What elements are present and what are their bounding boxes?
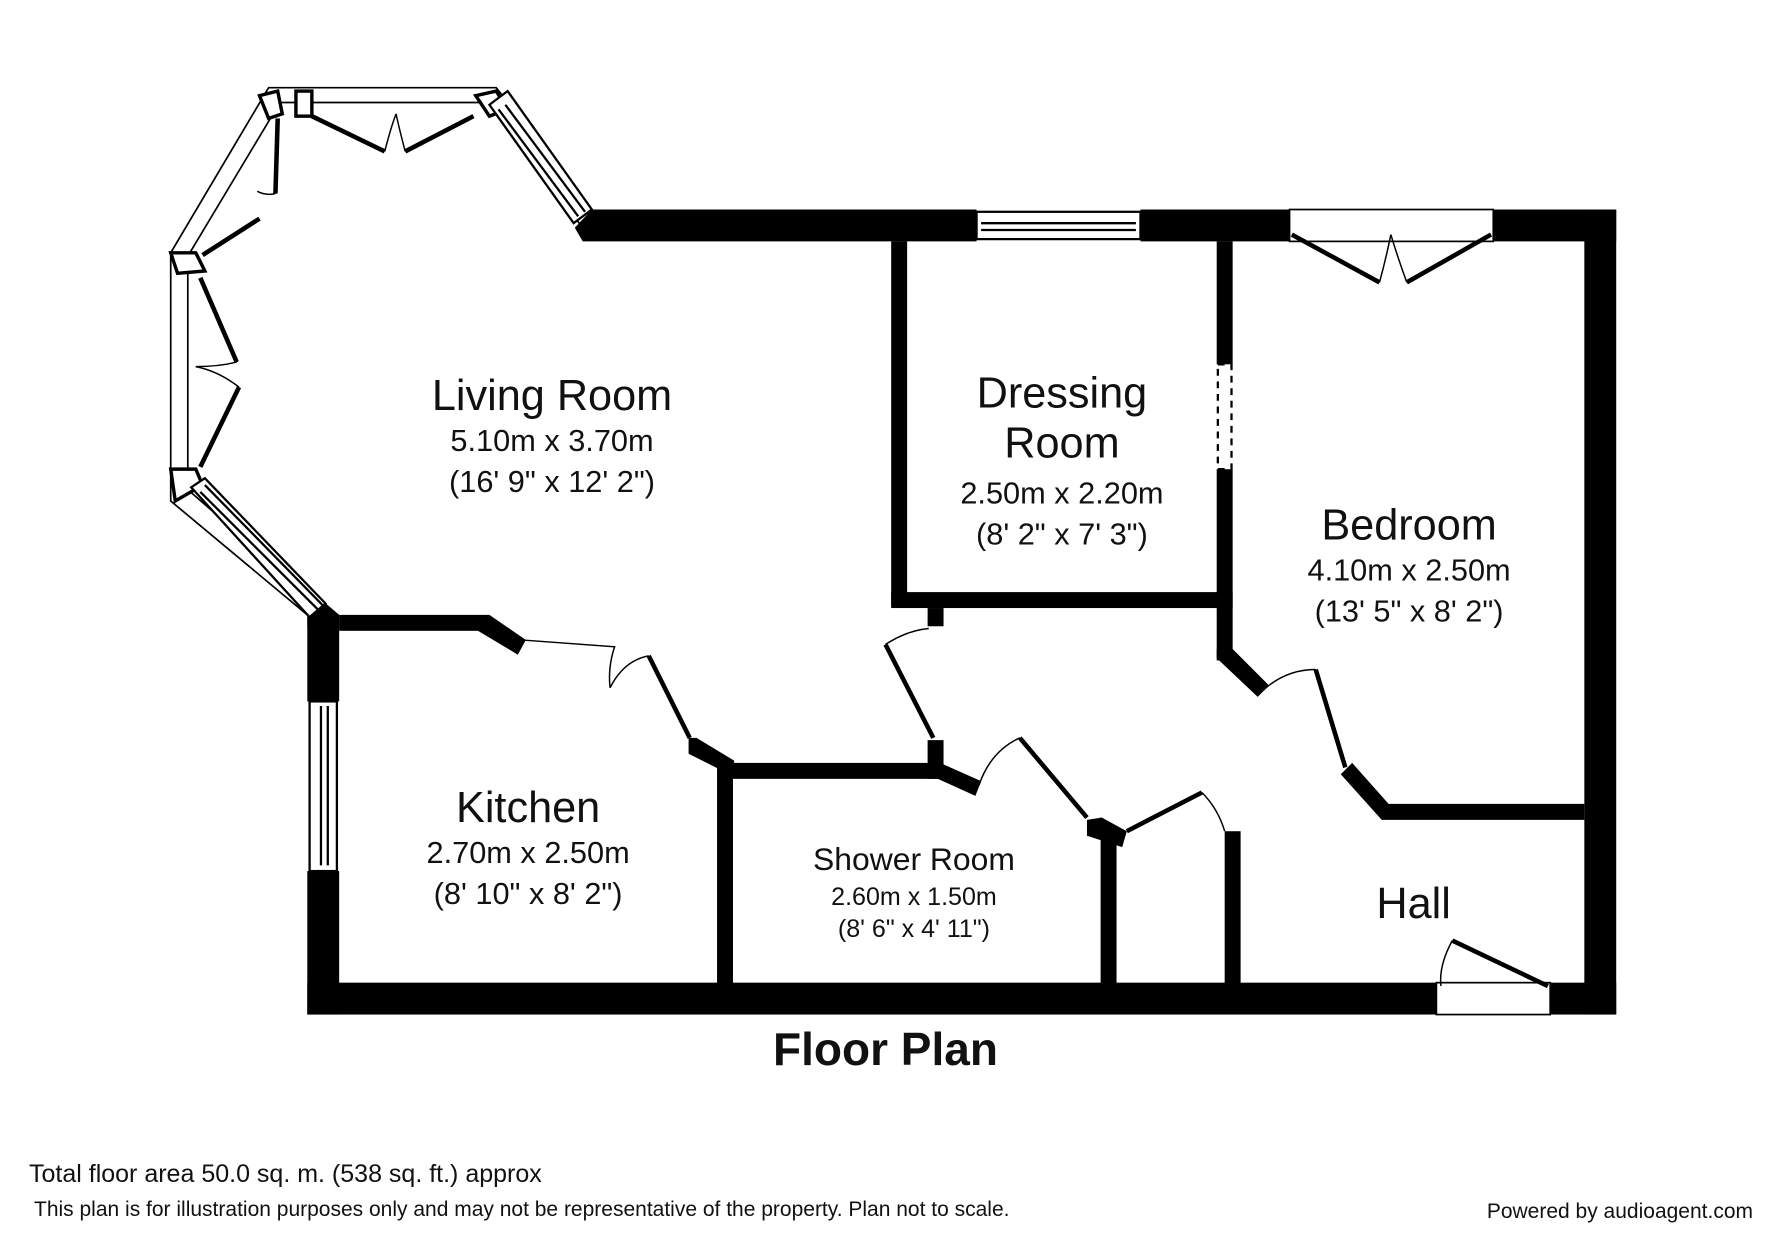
window-kitchen-left <box>308 700 339 873</box>
door-dressing-leaf <box>883 643 936 739</box>
label-living-room-name: Living Room <box>432 372 672 420</box>
wall-kitchen-shower <box>717 762 733 985</box>
opening-entrance <box>1435 981 1552 1016</box>
room-labels: Living Room 5.10m x 3.70m (16' 9" x 12' … <box>427 370 1511 943</box>
bay-post-left-upper <box>168 251 208 276</box>
disclaimer-text: This plan is for illustration purposes o… <box>34 1198 1010 1221</box>
window-dressing-top <box>975 210 1142 241</box>
label-living-room-imperial: (16' 9" x 12' 2") <box>449 464 655 499</box>
door-shower-leaf <box>1018 736 1089 820</box>
wall-cupboard-right <box>1224 831 1241 985</box>
label-shower-room-metric: 2.60m x 1.50m <box>831 883 997 911</box>
wall-left-kitchen-top <box>307 614 340 702</box>
door-swings <box>195 113 1453 987</box>
total-area-text: Total floor area 50.0 sq. m. (538 sq. ft… <box>29 1160 542 1188</box>
wall-shower-top-diag <box>937 762 982 796</box>
door-cupboard-leaf <box>1125 790 1203 834</box>
label-kitchen-name: Kitchen <box>456 784 600 832</box>
label-hall-name: Hall <box>1376 880 1450 928</box>
exterior-walls <box>307 209 1617 1015</box>
windows <box>189 89 1552 1016</box>
wall-right <box>1584 209 1617 1015</box>
bay-post-top-left <box>257 89 285 121</box>
label-living-room-metric: 5.10m x 3.70m <box>450 423 653 458</box>
wall-top-living <box>574 209 977 242</box>
door-bedroom-top-leaf-a <box>1290 232 1381 285</box>
door-bedroom-leaf <box>1313 668 1348 769</box>
door-kitchen-leaf <box>646 654 692 739</box>
door-bay-left-leaf-b <box>198 386 242 468</box>
wall-kitchen-top <box>339 614 483 631</box>
label-dressing-room-metric: 2.50m x 2.20m <box>960 475 1163 510</box>
door-bay-top-leaf-a <box>310 114 386 154</box>
wall-bottom-left <box>307 982 1437 1015</box>
wall-bottom-right <box>1550 982 1617 1015</box>
door-entrance-leaf <box>1451 938 1549 989</box>
wall-dressing-stub <box>927 608 944 627</box>
wall-dressing-bedroom-upper <box>1216 241 1233 365</box>
opening-dressing-bedroom <box>1216 363 1233 471</box>
plan-title: Floor Plan <box>773 1023 998 1075</box>
doors <box>198 114 1549 989</box>
label-dressing-room-name-1: Dressing <box>977 370 1148 418</box>
wall-dressing-left <box>891 241 908 606</box>
wall-dressing-bedroom-lower <box>1216 469 1233 661</box>
door-bedroom-top-leaf-b <box>1405 232 1493 285</box>
label-kitchen-metric: 2.70m x 2.50m <box>427 835 630 870</box>
door-bay-left-leaf-a <box>198 276 239 363</box>
label-bedroom-name: Bedroom <box>1321 502 1496 550</box>
door-bay-upper-left-leaf <box>273 118 280 194</box>
bay-post-top-mid <box>294 89 314 118</box>
label-dressing-room-name-2: Room <box>1004 420 1119 468</box>
wall-bedroom-diagonal <box>1216 649 1270 697</box>
label-bedroom-metric: 4.10m x 2.50m <box>1307 553 1510 588</box>
wall-bedroom-bottom-diag <box>1340 762 1585 820</box>
wall-shower-right <box>1100 831 1117 985</box>
wall-top-dressing <box>1140 209 1290 242</box>
wall-kitchen-top-diag <box>478 614 526 655</box>
interior-walls <box>339 241 1585 985</box>
door-bay-upper-left-leaf2 <box>201 216 261 257</box>
wall-dressing-bottom <box>891 592 1233 609</box>
window-bay-top-right <box>487 89 594 225</box>
wall-shower-top <box>732 762 938 779</box>
label-bedroom-imperial: (13' 5" x 8' 2") <box>1315 594 1504 629</box>
wall-left-kitchen-bottom <box>307 871 340 1015</box>
label-dressing-room-imperial: (8' 2" x 7' 3") <box>976 516 1148 551</box>
label-shower-room-name: Shower Room <box>813 841 1015 877</box>
powered-by-text: Powered by audioagent.com <box>1486 1200 1753 1223</box>
label-kitchen-imperial: (8' 10" x 8' 2") <box>434 876 623 911</box>
door-bay-top-leaf-b <box>404 114 475 154</box>
label-shower-room-imperial: (8' 6" x 4' 11") <box>838 915 990 943</box>
